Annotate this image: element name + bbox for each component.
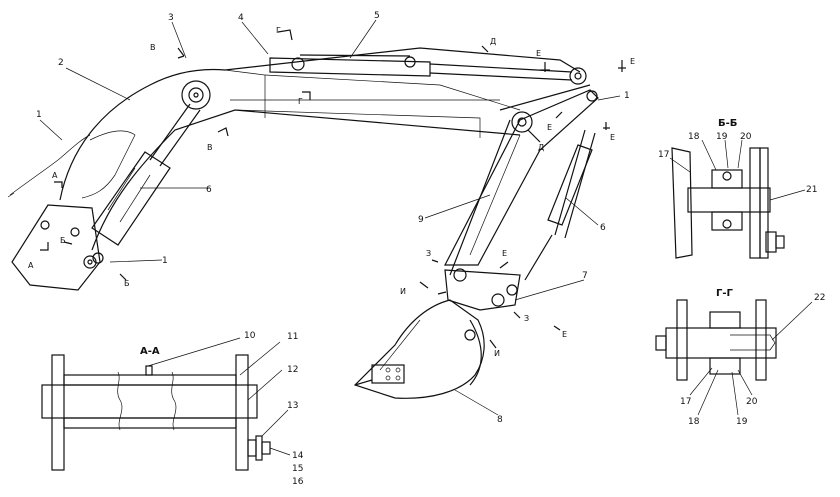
callout-19b: 19 xyxy=(736,417,748,427)
mark-g-top: Г xyxy=(276,26,281,35)
callout-labels: 1 2 3 4 5 1 6 1 6 9 7 8 10 11 12 13 14 1… xyxy=(36,11,825,487)
mark-e-top2: Е xyxy=(630,57,635,66)
callout-13: 13 xyxy=(287,401,298,411)
callout-15: 15 xyxy=(292,464,303,474)
callout-6a: 6 xyxy=(206,185,212,195)
callout-1a: 1 xyxy=(36,110,42,120)
section-title-b-b: Б-Б xyxy=(718,118,737,129)
callout-3: 3 xyxy=(168,13,174,23)
callout-1c: 1 xyxy=(162,256,168,266)
boom-cylinder xyxy=(91,103,201,264)
callout-4: 4 xyxy=(238,13,244,23)
callout-8: 8 xyxy=(497,415,503,425)
section-b-b xyxy=(669,139,806,259)
callout-22: 22 xyxy=(814,293,825,303)
callout-14: 14 xyxy=(292,451,304,461)
section-title-a-a: А-А xyxy=(140,346,160,357)
callout-20b: 20 xyxy=(746,397,758,407)
callout-17a: 17 xyxy=(658,150,669,160)
mark-e-mid2: Е xyxy=(610,133,615,142)
mark-i-left: И xyxy=(400,287,406,296)
mark-v-top: В xyxy=(150,43,156,52)
section-title-g-g: Г-Г xyxy=(716,288,734,299)
callout-10: 10 xyxy=(244,331,256,341)
callout-11: 11 xyxy=(287,332,298,342)
mark-d-mid: Д xyxy=(538,143,544,152)
callout-1b: 1 xyxy=(624,91,630,101)
section-titles: А-А Б-Б Г-Г xyxy=(140,118,737,357)
mark-a-top: А xyxy=(52,171,58,180)
mark-e-top: Е xyxy=(536,49,541,58)
callout-19a: 19 xyxy=(716,132,728,142)
callout-18a: 18 xyxy=(688,132,700,142)
callout-5: 5 xyxy=(374,11,380,21)
callout-7: 7 xyxy=(582,271,588,281)
leader-lines xyxy=(39,19,621,416)
callout-6b: 6 xyxy=(600,223,606,233)
mark-g-mid: Г xyxy=(298,97,303,106)
section-arrows xyxy=(40,29,626,349)
section-mark-labels: В Г Г В Д Е Е Е Д Е А А Б Б З Е И З И Е xyxy=(28,26,635,358)
mark-e-mid: Е xyxy=(547,123,552,132)
section-a-a xyxy=(41,337,291,471)
boom xyxy=(7,47,581,291)
mark-b-bottom: Б xyxy=(124,279,130,288)
mark-z-left: З xyxy=(426,249,431,258)
stick xyxy=(444,84,599,311)
callout-9: 9 xyxy=(418,215,424,225)
callout-17b: 17 xyxy=(680,397,691,407)
callout-20a: 20 xyxy=(740,132,752,142)
mark-b-left: Б xyxy=(60,236,66,245)
mark-e-right: Е xyxy=(562,330,567,339)
callout-2: 2 xyxy=(58,58,64,68)
callout-12: 12 xyxy=(287,365,298,375)
callout-16: 16 xyxy=(292,477,304,487)
mark-i-right: И xyxy=(494,349,500,358)
mark-e-stick: Е xyxy=(502,249,507,258)
bucket xyxy=(353,299,485,399)
mark-a-bottom: А xyxy=(28,261,34,270)
mark-d-top: Д xyxy=(490,37,496,46)
mark-z-right: З xyxy=(524,314,529,323)
arm-cylinder xyxy=(269,54,587,85)
bucket-cylinder xyxy=(524,129,596,281)
callout-18b: 18 xyxy=(688,417,700,427)
section-g-g xyxy=(655,299,813,416)
callout-21: 21 xyxy=(806,185,817,195)
mark-v-mid: В xyxy=(207,143,213,152)
